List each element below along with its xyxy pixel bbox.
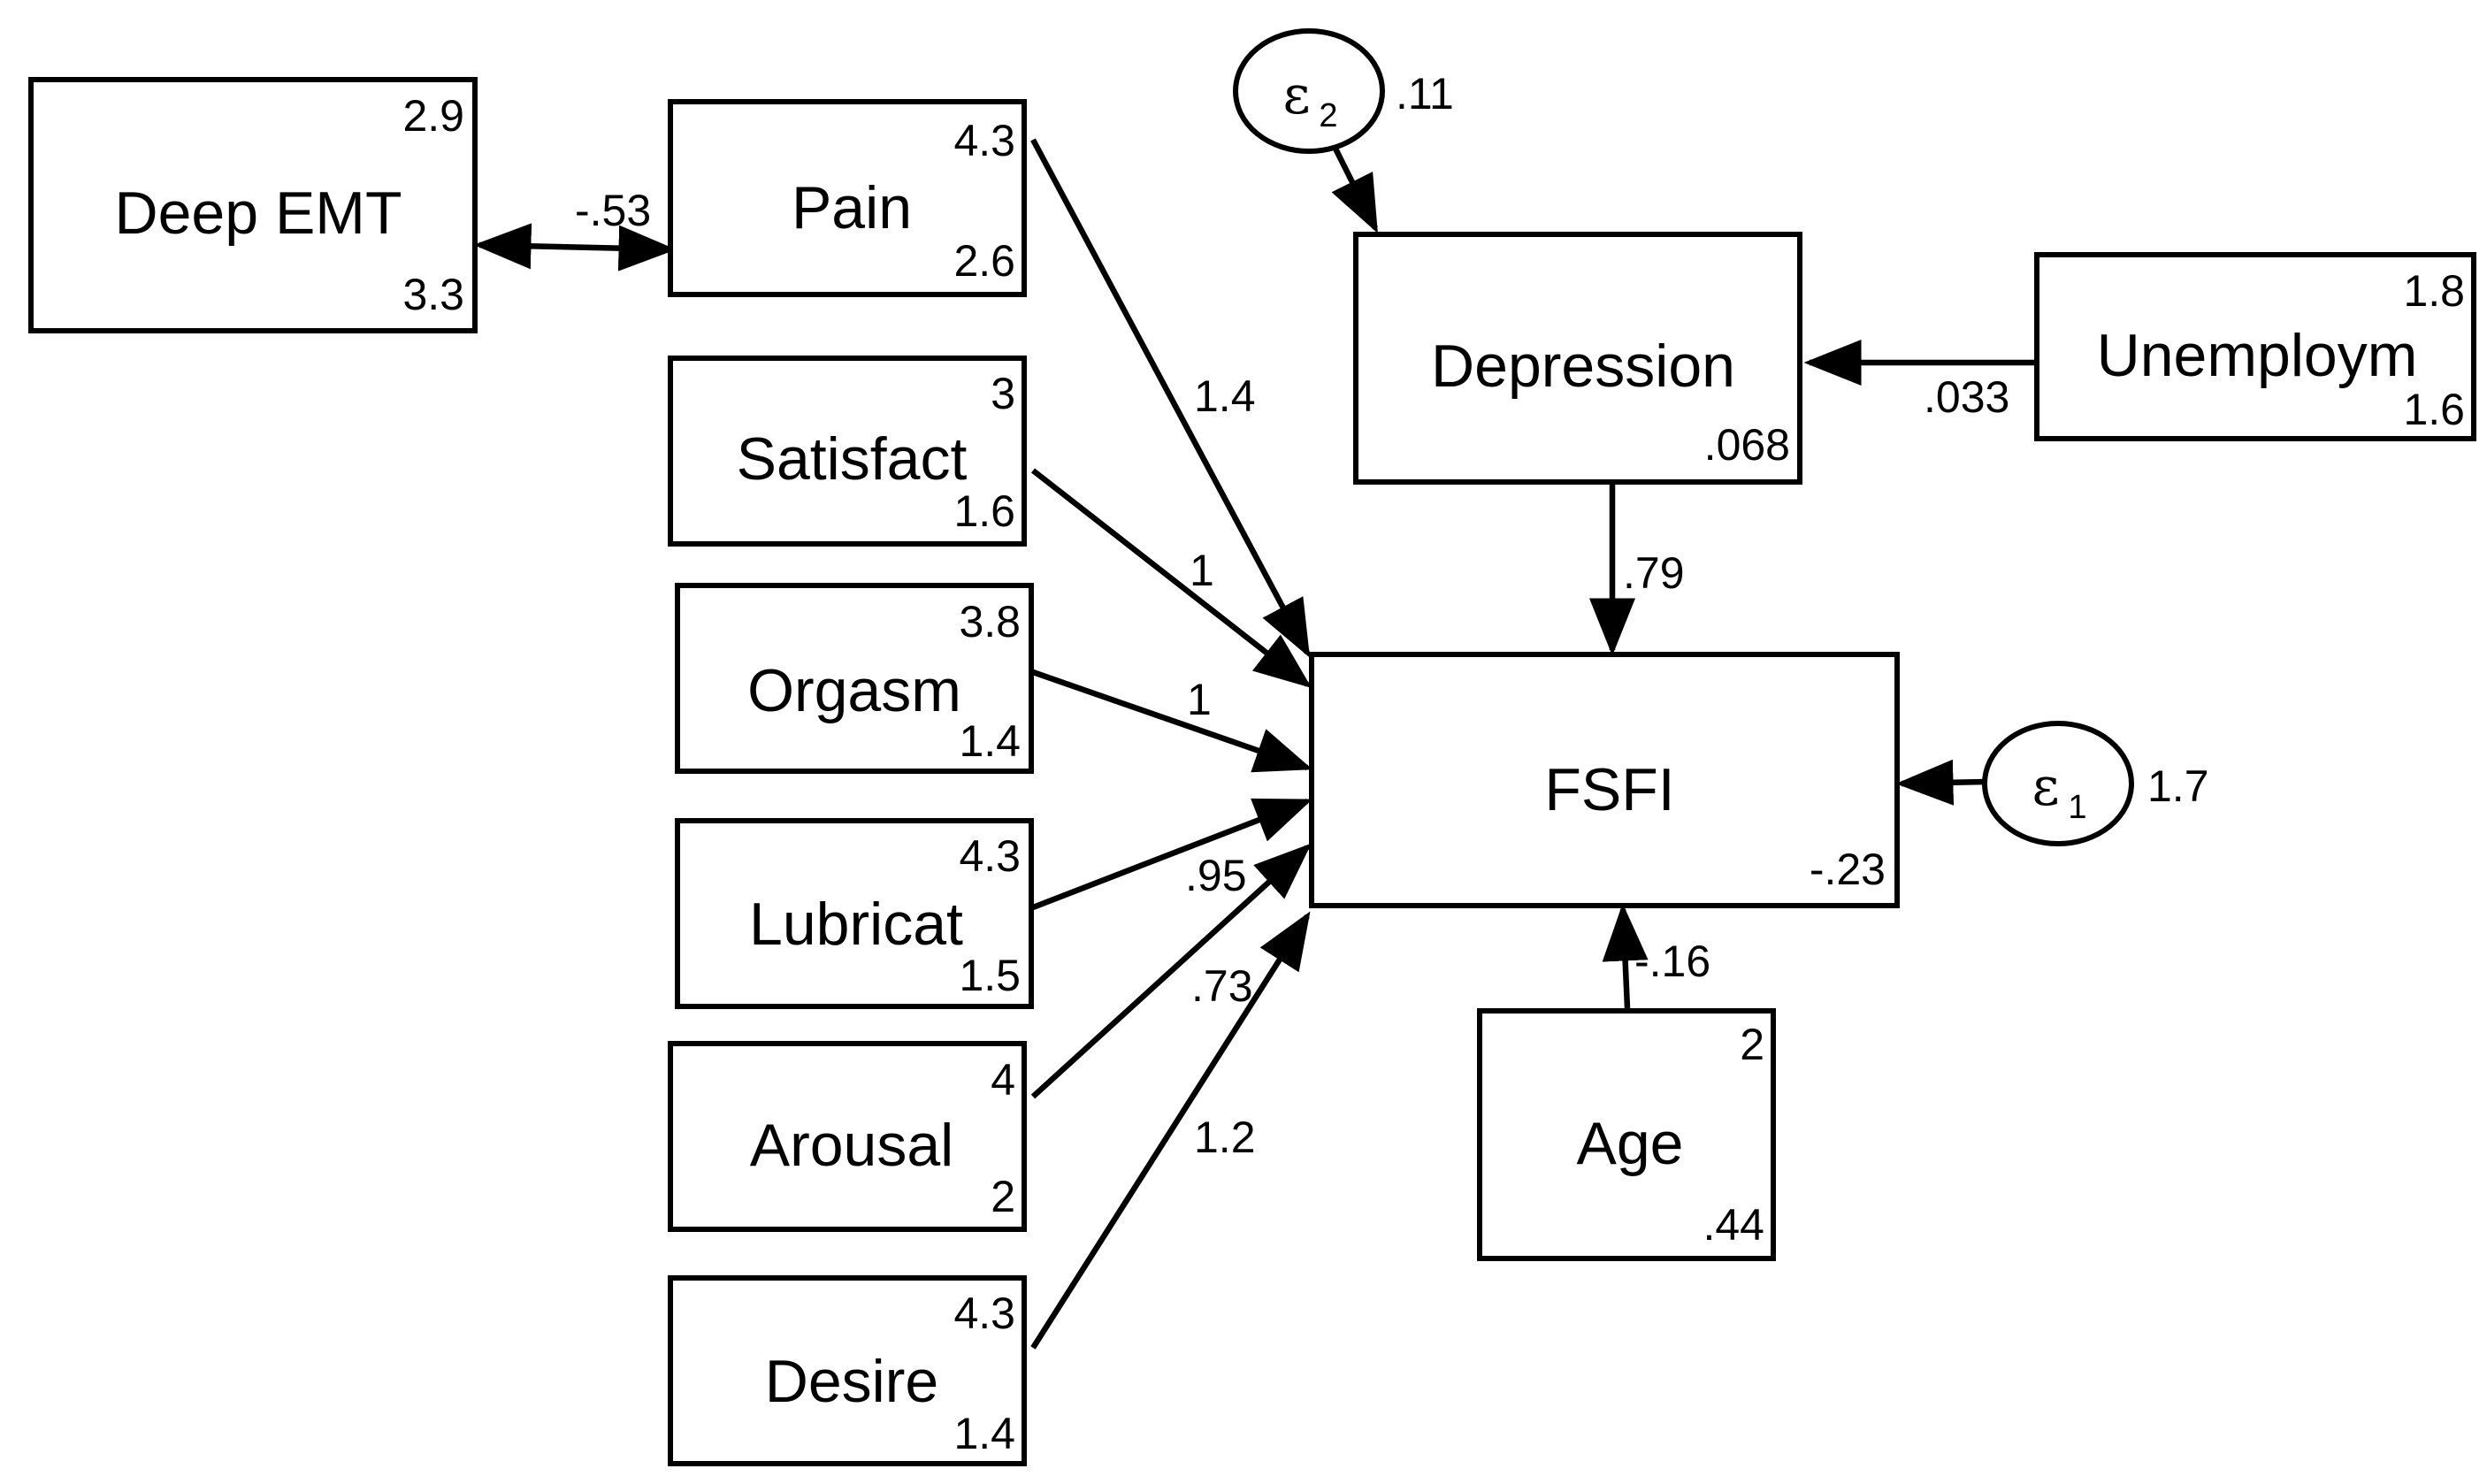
edge-deep-emt-pain (473, 223, 677, 272)
error-subscript: 1 (2068, 789, 2086, 826)
error-symbol: ε (1282, 65, 1310, 126)
node-bottom-value: .068 (1704, 420, 1790, 470)
error-variance: 1.7 (2147, 761, 2209, 811)
node-top-value: 3.8 (959, 597, 1021, 646)
node-bottom-value: -.23 (1810, 845, 1886, 894)
node-lubrication: Lubricat 4.3 1.5 (675, 818, 1034, 1009)
node-age: Age 2 .44 (1477, 1008, 1776, 1261)
node-bottom-value: 1.5 (959, 951, 1021, 1000)
node-top-value: 2 (1740, 1020, 1764, 1069)
node-label: Deep EMT (115, 180, 402, 247)
node-bottom-value: 1.4 (953, 1409, 1015, 1458)
node-bottom-value: 1.4 (959, 716, 1021, 766)
node-top-value: 4.3 (953, 1289, 1015, 1338)
node-depression: Depression .068 (1353, 232, 1802, 485)
edge-desire-fsfi (1030, 911, 1311, 1350)
node-bottom-value: 1.6 (953, 486, 1015, 536)
error-subscript: 2 (1319, 97, 1337, 134)
node-label: Desire (765, 1348, 939, 1415)
edge-satisfaction-fsfi (1031, 468, 1312, 688)
coef-satisfaction-fsfi: 1 (1190, 546, 1214, 595)
node-label: FSFI (1544, 756, 1674, 823)
error-variance: .11 (1396, 69, 1454, 119)
node-label: Satisfact (737, 425, 968, 493)
error-symbol: ε (2032, 756, 2059, 818)
node-fsfi: FSFI -.23 (1309, 652, 1900, 908)
node-top-value: 4.3 (953, 116, 1015, 165)
edge-age-fsfi (1602, 903, 1649, 1009)
coef-unemployment-depression: .033 (1924, 372, 2009, 422)
coef-arousal-fsfi: .73 (1191, 961, 1253, 1011)
node-top-value: 1.8 (2403, 266, 2465, 316)
node-orgasm: Orgasm 3.8 1.4 (675, 583, 1034, 774)
coef-lubrication-fsfi: .95 (1185, 851, 1247, 900)
error-e1: ε 1 1.7 (1982, 721, 2209, 846)
coefficients: -.53 1.4 1 1 .95 .73 1.2 .033 .79 -.16 (575, 186, 2009, 1162)
edges (473, 138, 2037, 1350)
edge-e2-depression (1328, 138, 1378, 233)
node-label: Orgasm (747, 657, 961, 724)
node-top-value: 2.9 (402, 91, 464, 141)
coef-orgasm-fsfi: 1 (1187, 675, 1212, 724)
node-unemployment: Unemploym 1.8 1.6 (2034, 252, 2476, 441)
edge-arousal-fsfi (1030, 843, 1312, 1099)
coef-depression-fsfi: .79 (1623, 548, 1685, 598)
coef-desire-fsfi: 1.2 (1194, 1113, 1256, 1162)
node-label: Unemploym (2097, 322, 2418, 389)
node-bottom-value: 1.6 (2403, 385, 2465, 434)
node-top-value: 4.3 (959, 831, 1021, 881)
node-label: Lubricat (749, 891, 963, 958)
node-label: Arousal (750, 1112, 954, 1179)
node-label: Depression (1431, 333, 1735, 400)
node-bottom-value: .44 (1703, 1200, 1764, 1250)
error-e2: ε 2 .11 (1233, 28, 1454, 154)
node-pain: Pain 4.3 2.6 (668, 99, 1027, 297)
node-top-value: 4 (991, 1055, 1015, 1105)
node-bottom-value: 3.3 (402, 270, 464, 319)
node-satisfaction: Satisfact 3 1.6 (668, 356, 1027, 547)
node-label: Pain (792, 174, 912, 241)
edge-lubrication-fsfi (1031, 798, 1313, 911)
node-top-value: 3 (991, 369, 1015, 418)
coef-age-fsfi: -.16 (1634, 937, 1710, 986)
edge-e1-fsfi (1895, 759, 1986, 806)
node-bottom-value: 2.6 (953, 236, 1015, 286)
node-bottom-value: 2 (991, 1172, 1015, 1221)
node-label: Age (1577, 1110, 1684, 1177)
coef-pain-fsfi: 1.4 (1194, 371, 1256, 421)
edge-orgasm-fsfi (1031, 669, 1313, 773)
node-deep-emt: Deep EMT 2.9 3.3 (28, 77, 478, 333)
edge-pain-fsfi (1030, 138, 1311, 658)
coef-deep-emt-pain: -.53 (575, 186, 651, 235)
node-desire: Desire 4.3 1.4 (668, 1275, 1027, 1466)
node-arousal: Arousal 4 2 (668, 1041, 1027, 1232)
